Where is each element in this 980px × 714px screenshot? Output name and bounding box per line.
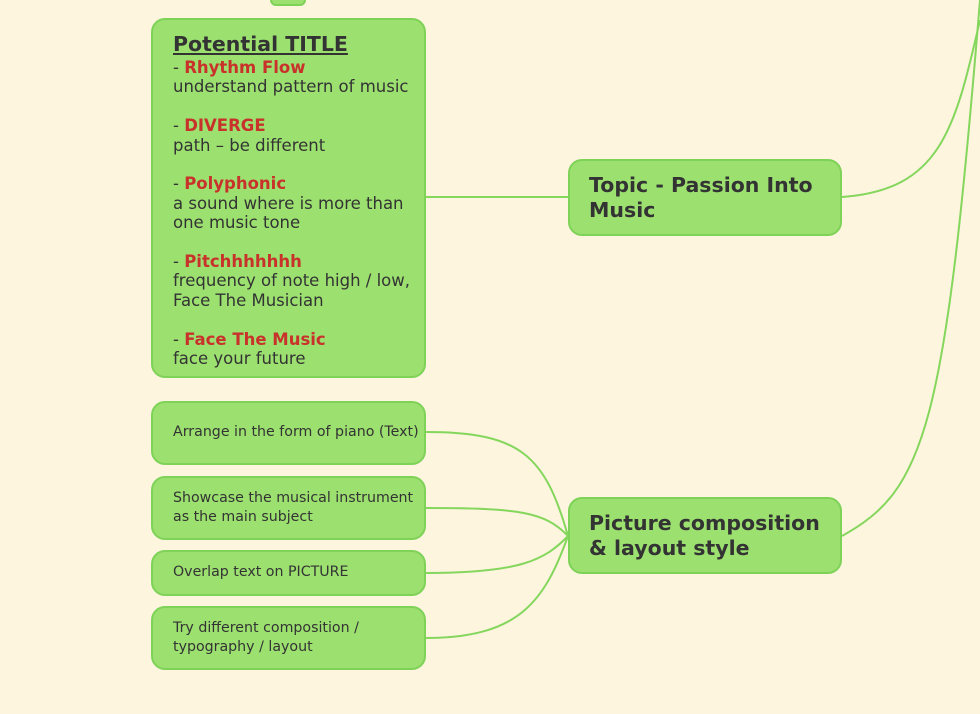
title-entry-desc: understand pattern of music [173,77,409,97]
idea-node-try-different[interactable]: Try different composition / typography /… [151,606,426,670]
title-entry-term: Polyphonic [184,174,287,194]
title-entry-term: Rhythm Flow [184,58,306,77]
idea-node-label: Showcase the musical instrument as the m… [173,489,414,526]
connector-composition-to-root [841,0,980,537]
composition-node-label: Picture composition & layout style [589,511,820,560]
title-entry-desc: path – be different [173,135,326,155]
title-entry-desc: face your future [173,349,306,369]
connector-idea-3 [425,535,569,574]
connector-topic-to-root [841,19,980,198]
parent-node-stub[interactable] [270,0,306,6]
title-entry-term: Pitchhhhhhh [184,252,302,272]
title-entry-term: DIVERGE [184,116,266,136]
title-entry-desc: a sound where is more than one music ton… [173,193,404,233]
idea-node-label: Arrange in the form of piano (Text) [173,424,419,441]
idea-node-label: Try different composition / typography /… [173,619,359,656]
topic-node[interactable]: Topic - Passion Into Music [568,159,842,236]
idea-node-instrument[interactable]: Showcase the musical instrument as the m… [151,476,426,540]
idea-node-label: Overlap text on PICTURE [173,564,349,581]
potential-title-heading: Potential TITLE [173,32,348,56]
composition-node[interactable]: Picture composition & layout style [568,497,842,574]
topic-node-label: Topic - Passion Into Music [589,173,813,222]
connector-idea-4 [425,535,569,639]
connector-idea-1 [425,431,569,537]
title-entry-desc: frequency of note high / low, Face The M… [173,271,411,310]
title-entry-term: Face The Music [184,329,326,349]
idea-node-overlap[interactable]: Overlap text on PICTURE [151,550,426,596]
idea-node-piano[interactable]: Arrange in the form of piano (Text) [151,401,426,465]
connector-idea-2 [425,507,569,537]
